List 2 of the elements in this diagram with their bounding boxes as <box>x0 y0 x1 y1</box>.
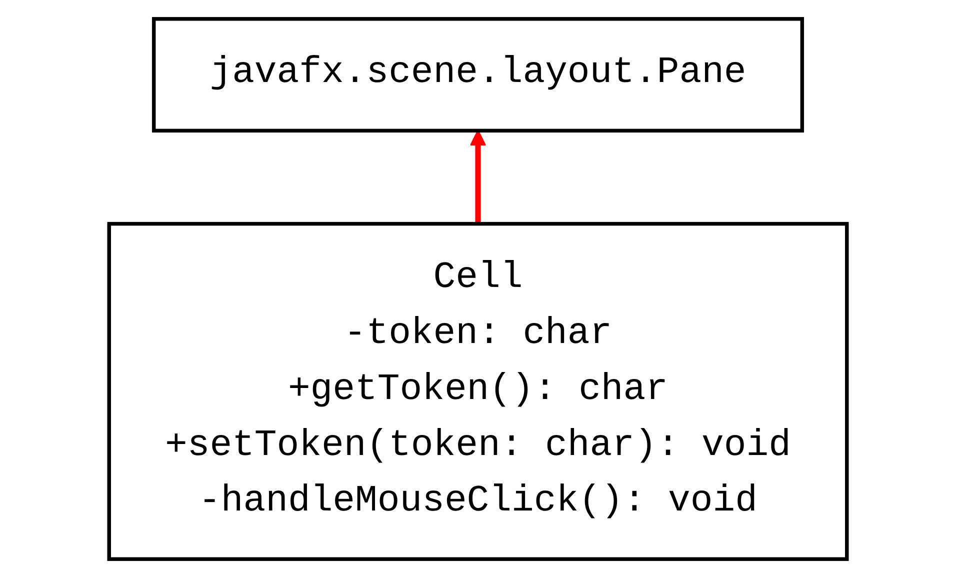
node-box: javafx.scene.layout.Pane <box>152 16 804 132</box>
node-box: Cell -token: char +getToken(): char +setToken(token: char): void -handleMouseClick(): void <box>107 221 849 560</box>
